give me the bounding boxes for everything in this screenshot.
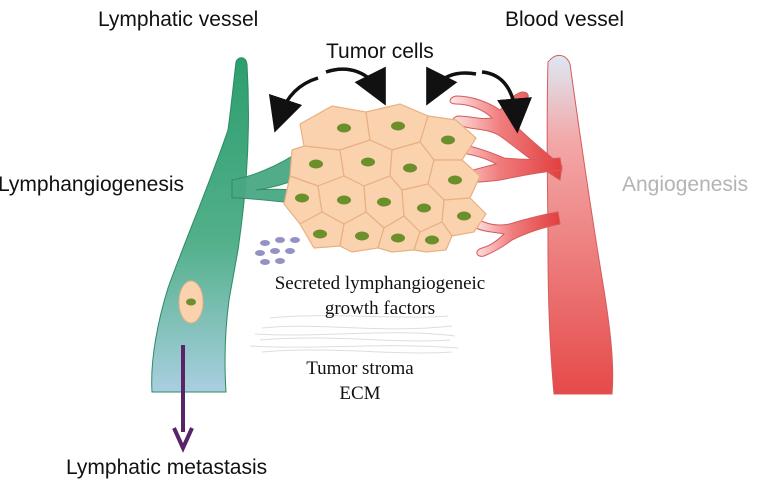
label-blood-vessel: Blood vessel [505,8,625,31]
label-angiogenesis: Angiogenesis [622,173,749,196]
arrow-to-lymphatic-return [325,66,386,106]
label-secreted-growth-factors: Secreted lymphangiogeneic growth factors [230,271,530,321]
tumor-cell-nuclei [295,121,471,245]
label-lymphatic-vessel: Lymphatic vessel [98,8,259,31]
label-tumor-stroma: Tumor stroma ECM [280,356,440,406]
growth-factor-dots [255,237,300,265]
arrow-to-lymphatic [268,76,319,133]
arrow-to-blood-return [426,66,477,106]
label-lymphangiogenesis: Lymphangiogenesis [0,173,185,196]
metastasis-arrow [172,345,194,453]
label-stroma-line2: ECM [339,383,381,404]
label-secreted-line1: Secreted lymphangiogeneic [274,273,486,294]
arrow-to-blood [481,70,532,134]
label-tumor-cells: Tumor cells [326,40,434,63]
label-stroma-line1: Tumor stroma [306,358,414,379]
label-secreted-line2: growth factors [324,298,436,319]
label-lymphatic-metastasis: Lymphatic metastasis [66,456,268,479]
ecm-fibers [249,315,459,354]
